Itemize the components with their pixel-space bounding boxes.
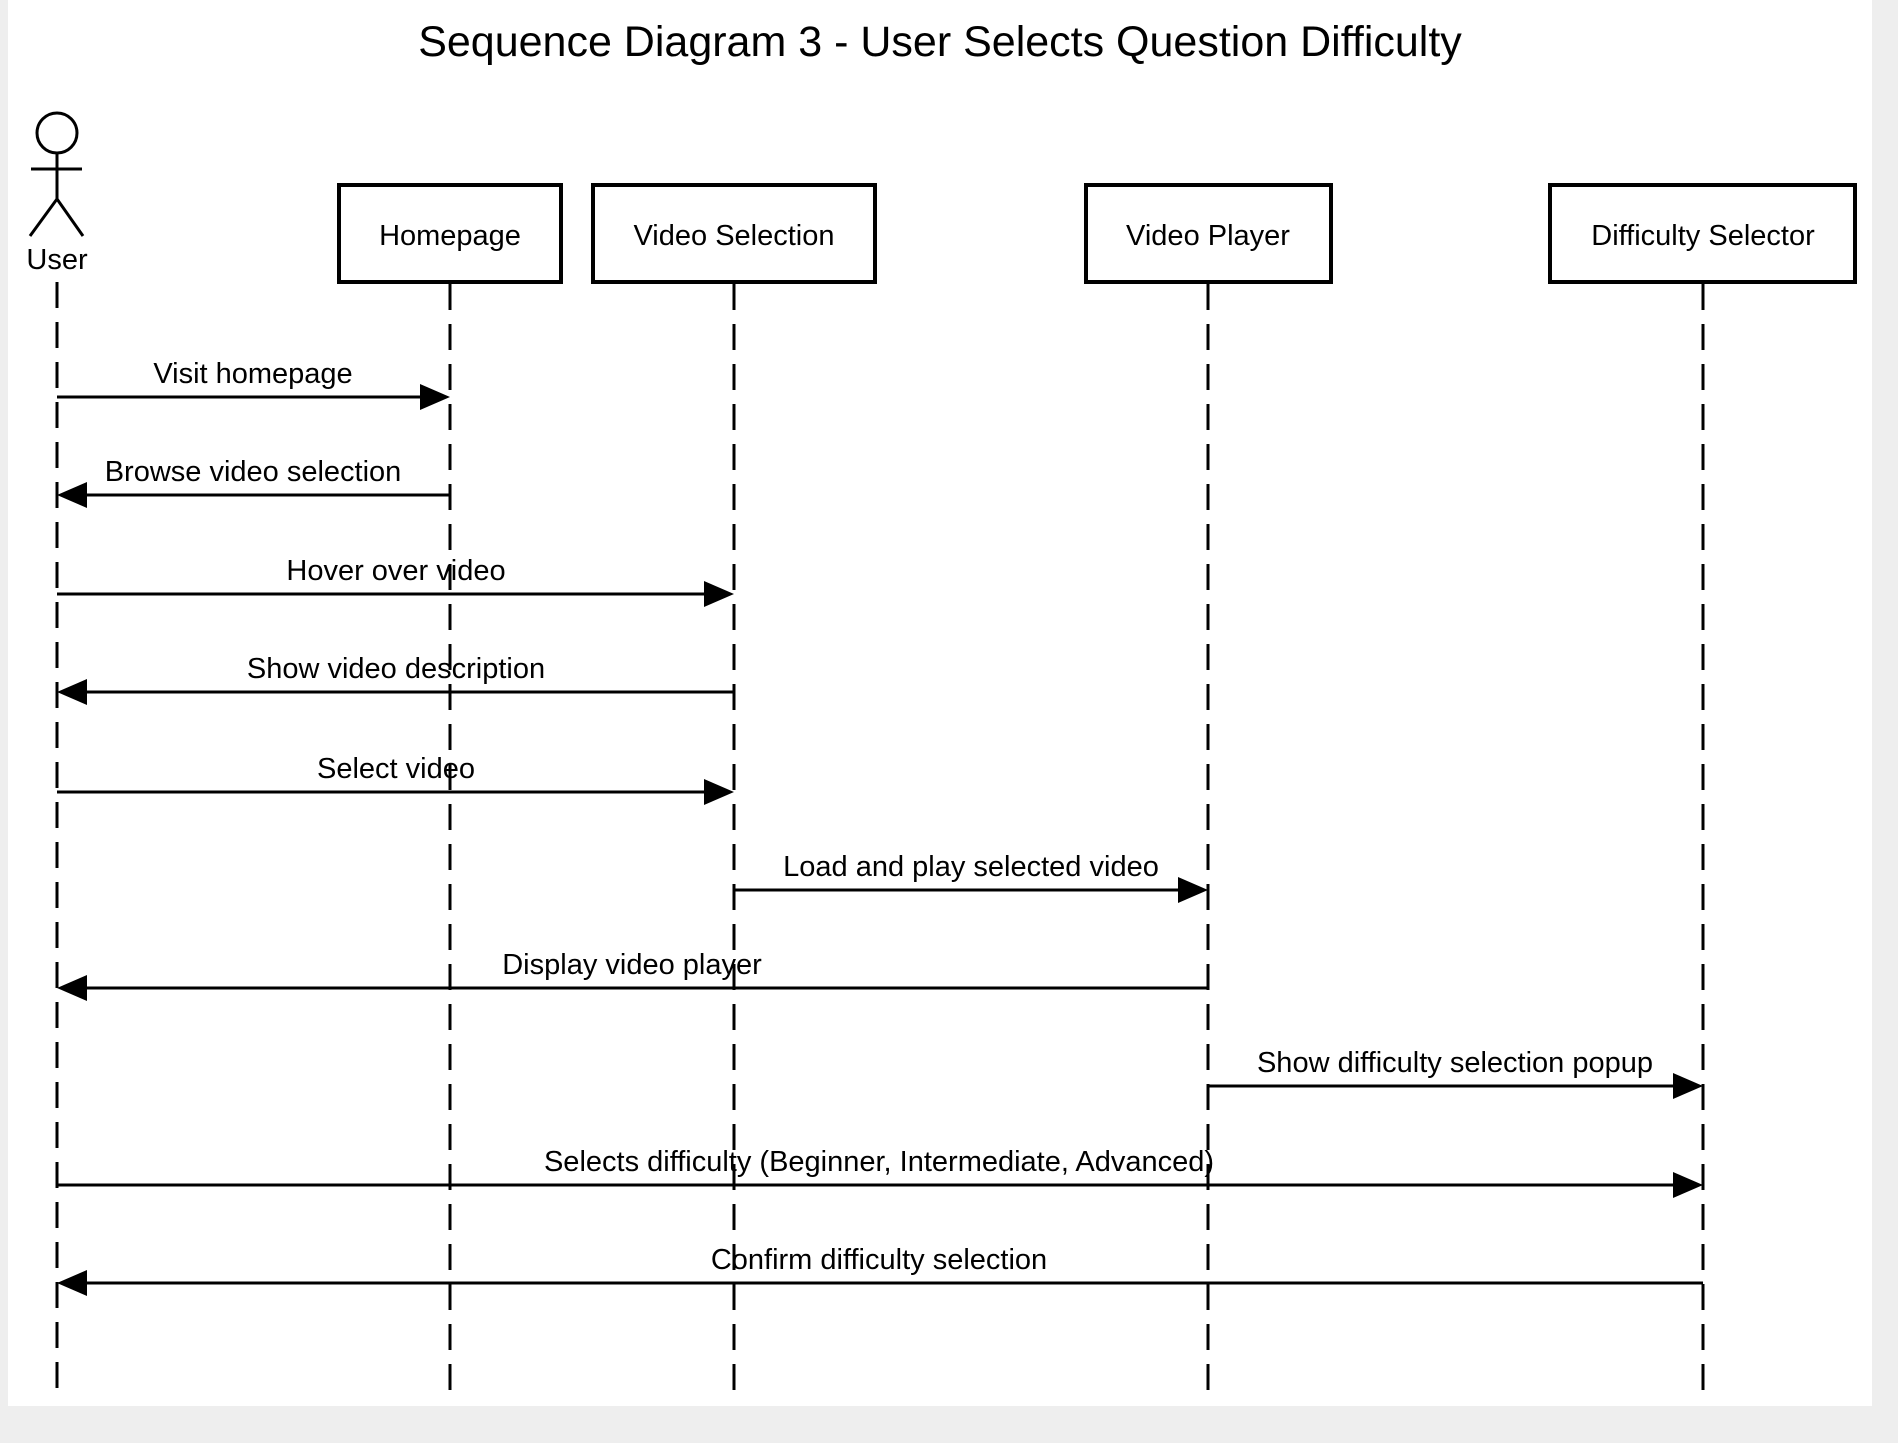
- message-label: Load and play selected video: [783, 851, 1159, 883]
- actor-left-leg: [28, 198, 59, 237]
- arrowhead-icon: [1673, 1073, 1703, 1099]
- arrowhead-icon: [57, 679, 87, 705]
- actor-user: User: [26, 111, 88, 276]
- message-display-video-player: Display video player: [57, 949, 1208, 1001]
- arrowhead-icon: [420, 384, 450, 410]
- participant-homepage: Homepage: [337, 183, 563, 284]
- participant-box: [337, 183, 563, 284]
- arrowhead-icon: [704, 779, 734, 805]
- participant-label: Video Selection: [633, 220, 834, 252]
- message-hover-over-video: Hover over video: [57, 555, 734, 607]
- participant-video-selection: Video Selection: [591, 183, 877, 284]
- message-label: Selects difficulty (Beginner, Intermedia…: [544, 1146, 1214, 1178]
- arrowhead-icon: [704, 581, 734, 607]
- arrowhead-icon: [57, 1270, 87, 1296]
- participant-box: [591, 183, 877, 284]
- actor-label: User: [26, 244, 88, 276]
- message-label: Browse video selection: [105, 456, 402, 488]
- participant-difficulty-selector: Difficulty Selector: [1548, 183, 1857, 284]
- actor-right-leg: [55, 198, 85, 237]
- message-label: Confirm difficulty selection: [711, 1244, 1047, 1276]
- message-load-and-play-selected-video: Load and play selected video: [734, 851, 1208, 903]
- arrowhead-icon: [1673, 1172, 1703, 1198]
- message-select-video: Select video: [57, 753, 734, 805]
- participant-video-player: Video Player: [1084, 183, 1333, 284]
- message-label: Show difficulty selection popup: [1257, 1047, 1653, 1079]
- participant-box: [1084, 183, 1333, 284]
- participant-box: [1548, 183, 1857, 284]
- message-browse-video-selection: Browse video selection: [57, 456, 450, 508]
- arrowhead-icon: [1178, 877, 1208, 903]
- message-label: Select video: [317, 753, 475, 785]
- message-label: Visit homepage: [153, 358, 352, 390]
- message-selects-difficulty: Selects difficulty (Beginner, Intermedia…: [57, 1146, 1703, 1198]
- message-show-difficulty-selection-popup: Show difficulty selection popup: [1208, 1047, 1703, 1099]
- message-confirm-difficulty-selection: Confirm difficulty selection: [57, 1244, 1703, 1296]
- arrowhead-icon: [57, 482, 87, 508]
- participant-label: Homepage: [379, 220, 521, 252]
- arrowhead-icon: [57, 975, 87, 1001]
- participant-label: Video Player: [1126, 220, 1290, 252]
- participant-label: Difficulty Selector: [1591, 220, 1815, 252]
- diagram-title: Sequence Diagram 3 - User Selects Questi…: [418, 18, 1462, 66]
- message-label: Show video description: [247, 653, 545, 685]
- message-visit-homepage: Visit homepage: [57, 358, 450, 410]
- message-label: Display video player: [502, 949, 762, 981]
- message-show-video-description: Show video description: [57, 653, 734, 705]
- message-label: Hover over video: [286, 555, 505, 587]
